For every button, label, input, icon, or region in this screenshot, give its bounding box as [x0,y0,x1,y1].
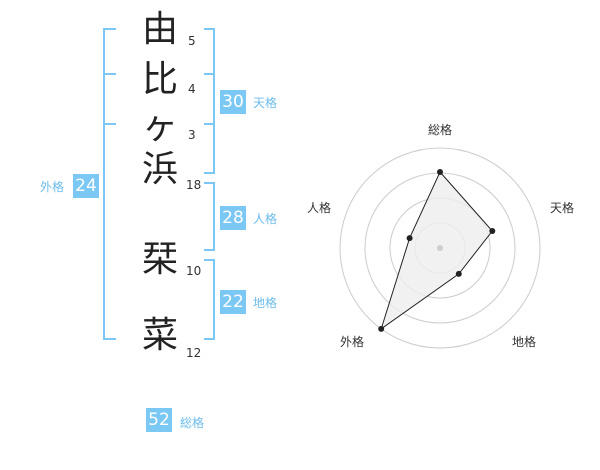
radar-label-soukaku: 総格 [428,123,453,137]
name-char-3: ヶ [141,106,178,147]
radar-center-dot [437,245,443,251]
radar-point-1 [437,169,443,175]
radar-label-tenkaku: 天格 [550,201,575,215]
radar-label-chikaku: 地格 [512,335,537,349]
chikaku-badge: 22 [220,290,246,314]
name-char-5: 栞 [141,239,178,280]
name-char-1: 由 [141,9,178,50]
tenkaku-badge: 30 [220,90,246,114]
chikaku-label: 地格 [253,296,278,310]
name-char-4: 浜 [141,149,178,190]
stroke-count-5: 10 [186,264,202,278]
radar-label-gaikaku: 外格 [340,335,365,349]
jinkaku-label: 人格 [253,212,278,226]
stroke-count-4: 18 [186,178,202,192]
stroke-count-2: 4 [188,82,196,96]
radar-label-jinkaku: 人格 [307,201,332,215]
stroke-count-6: 12 [186,346,202,360]
gaikaku-bracket [103,28,116,340]
radar-point-2 [489,228,496,234]
stroke-count-3: 3 [188,128,196,142]
tenkaku-bracket [204,28,215,174]
radar-point-4 [378,325,385,332]
gaikaku-label: 外格 [40,180,65,194]
jinkaku-badge: 28 [220,206,246,230]
jinkaku-bracket [204,182,215,251]
name-char-2: 比 [141,59,178,100]
radar-polygon [380,171,493,331]
stroke-count-1: 5 [188,34,196,48]
chikaku-bracket [204,259,215,340]
gaikaku-badge: 24 [73,174,99,198]
soukaku-label: 総格 [180,416,205,430]
soukaku-badge: 52 [146,408,172,432]
tenkaku-label: 天格 [253,96,278,110]
radar-point-3 [455,270,462,277]
name-char-6: 菜 [141,315,178,356]
radar-point-5 [406,235,413,242]
radar-grid-ring [339,147,541,349]
